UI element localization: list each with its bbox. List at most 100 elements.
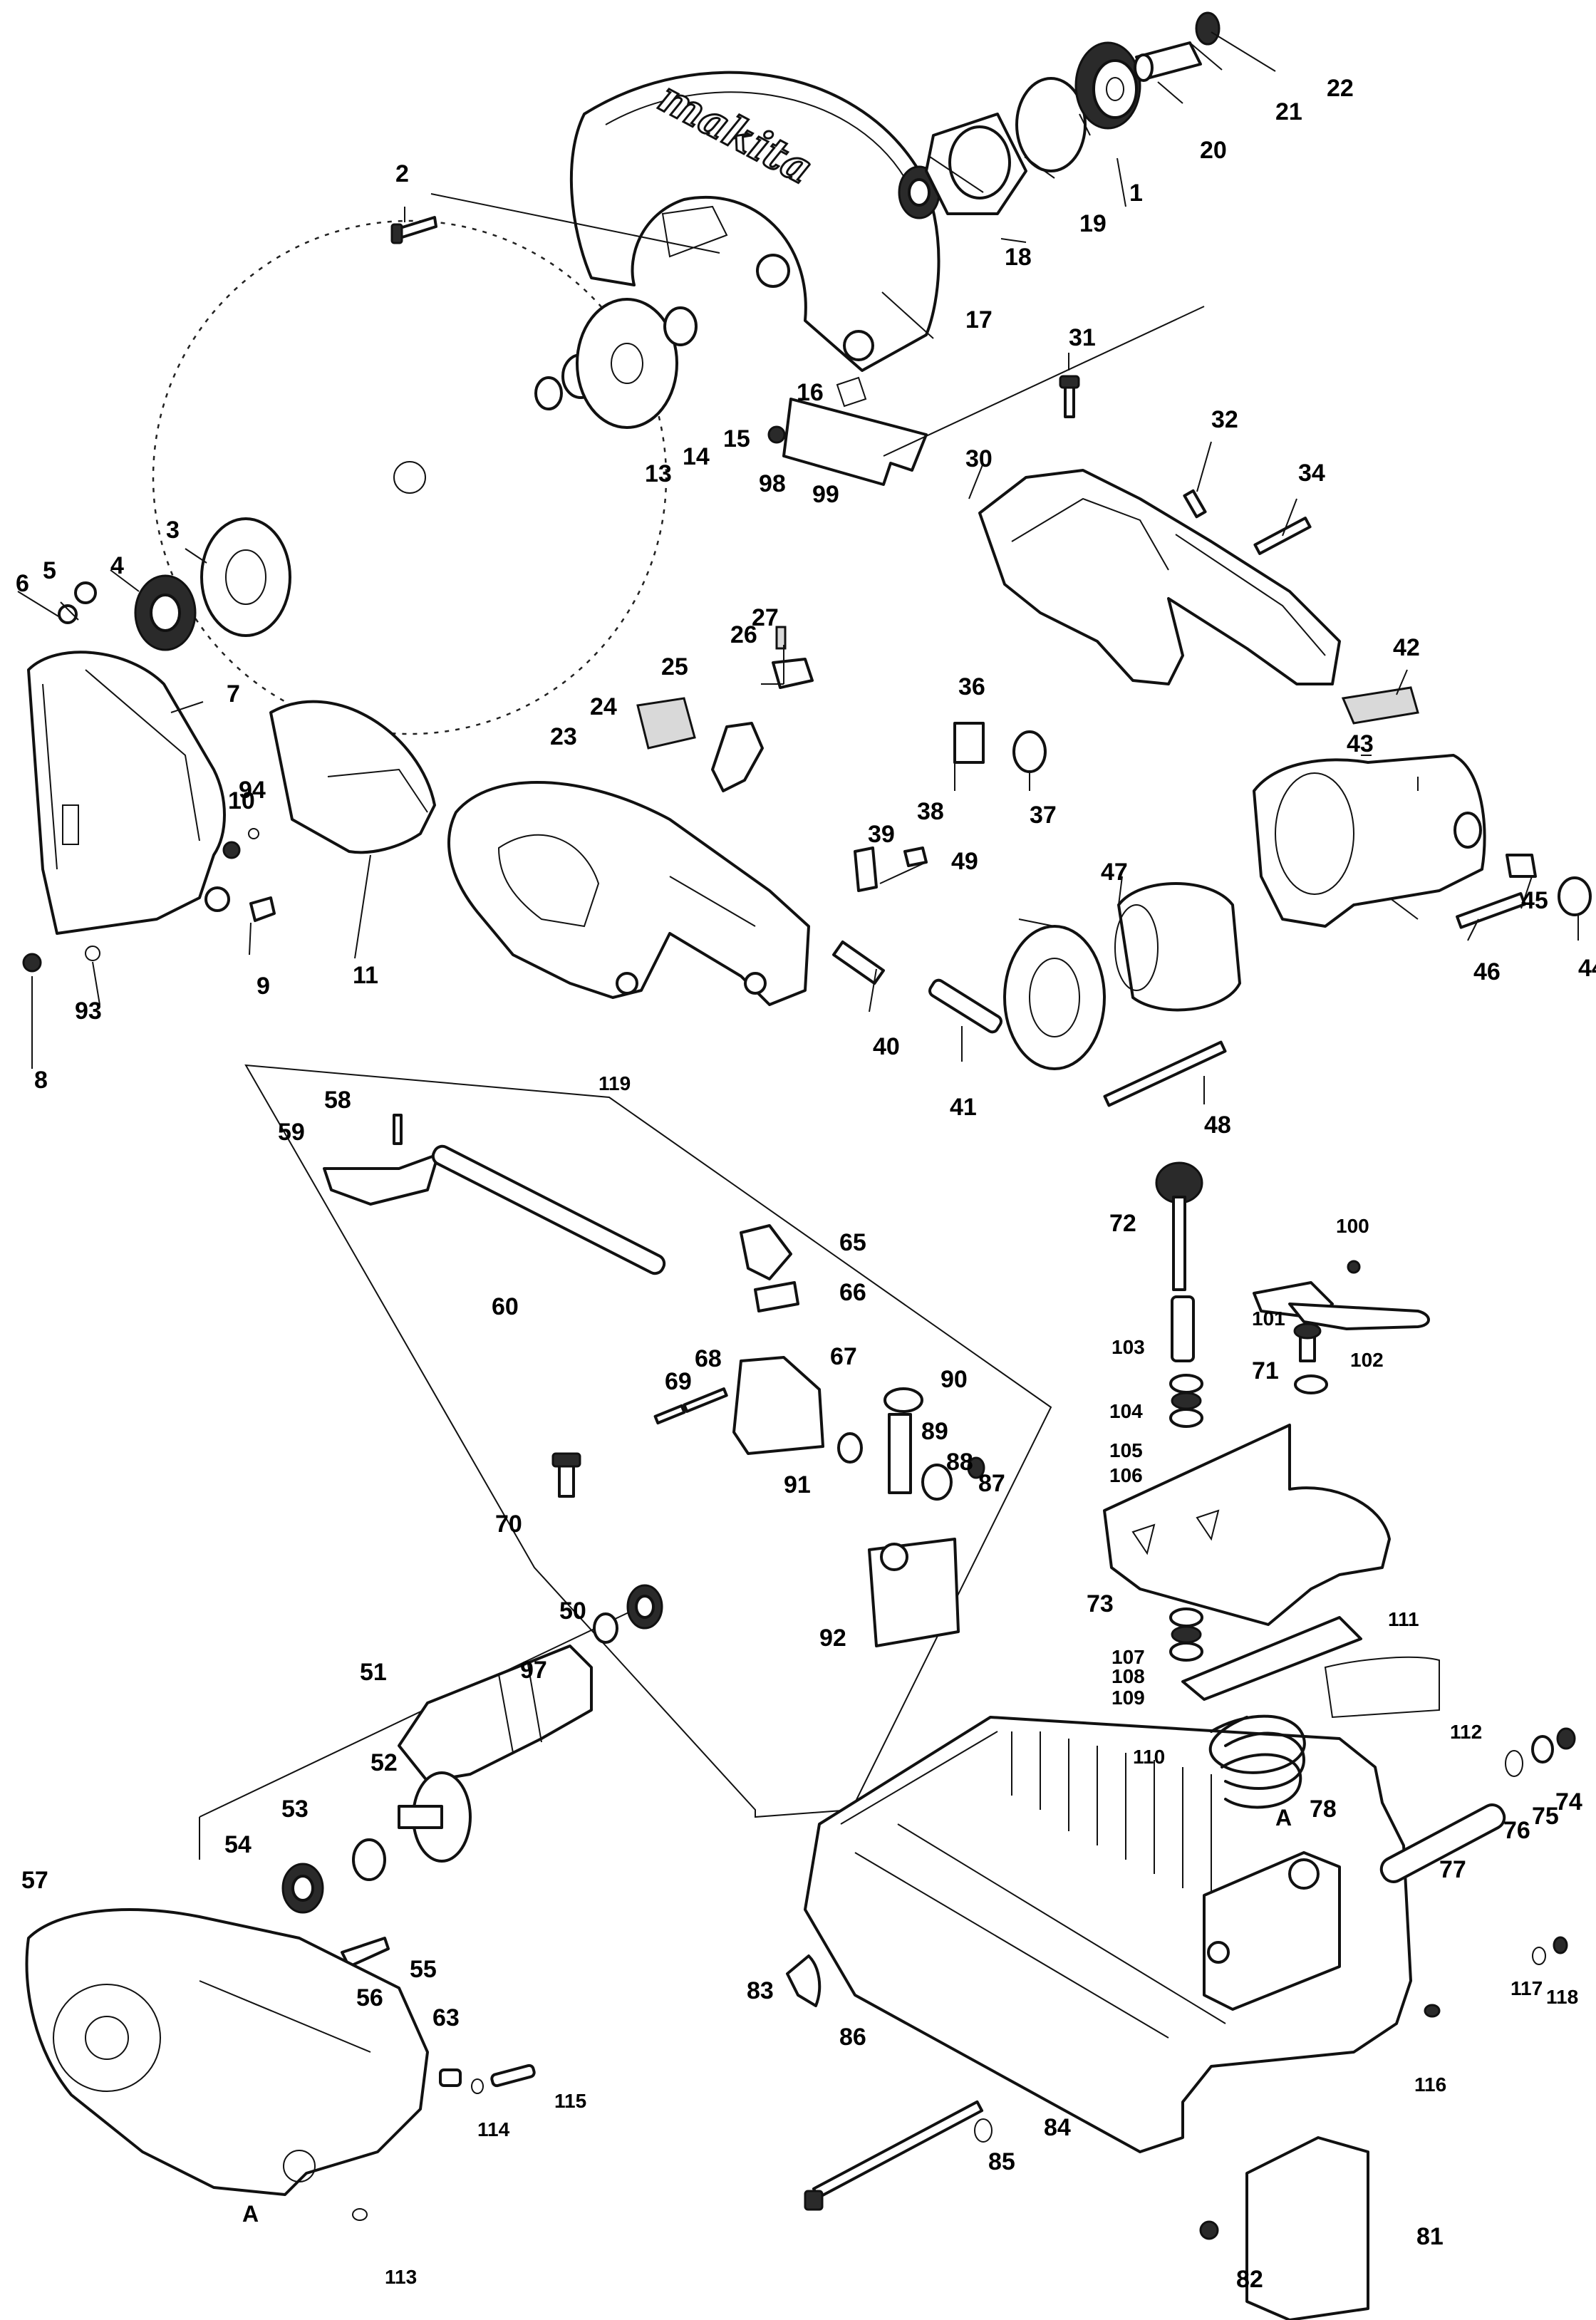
callout-40: 40 (873, 1033, 900, 1060)
callout-25: 25 (661, 653, 688, 680)
callout-68: 68 (695, 1345, 722, 1372)
callout-83: 83 (747, 1977, 774, 2004)
callout-82: 82 (1236, 2266, 1263, 2293)
callout-53: 53 (281, 1796, 309, 1823)
callout-23: 23 (550, 723, 577, 750)
callout-71: 71 (1252, 1357, 1279, 1384)
callout-43: 43 (1347, 730, 1374, 757)
callout-118: 118 (1546, 1986, 1578, 2008)
callout-46: 46 (1473, 958, 1501, 985)
callout-63: 63 (432, 2004, 460, 2031)
callout-1: 1 (1129, 180, 1143, 207)
callout-57: 57 (21, 1867, 48, 1894)
callout-67: 67 (830, 1343, 857, 1370)
callout-108: 108 (1112, 1665, 1145, 1687)
callout-65: 65 (839, 1229, 866, 1256)
callout-90: 90 (940, 1366, 968, 1393)
callout-48: 48 (1204, 1112, 1231, 1139)
callout-55: 55 (410, 1956, 437, 1983)
callout-31: 31 (1069, 324, 1096, 351)
callout-49: 49 (951, 848, 978, 875)
callout-19: 19 (1079, 210, 1107, 237)
callout-87: 87 (978, 1470, 1005, 1497)
callout-98: 98 (759, 470, 786, 497)
callout-7: 7 (227, 680, 240, 708)
callout-10: 10 (228, 787, 255, 814)
callout-54: 54 (224, 1831, 252, 1858)
callout-99: 99 (812, 481, 839, 508)
vise-assembly-group (244, 1064, 1052, 1818)
callout-58: 58 (324, 1087, 351, 1114)
callout-70: 70 (495, 1511, 522, 1538)
callout-24: 24 (590, 693, 617, 720)
callout-36: 36 (958, 673, 985, 700)
callout-41: 41 (950, 1094, 977, 1121)
callout-34: 34 (1298, 460, 1325, 487)
callout-109: 109 (1112, 1687, 1145, 1709)
callout-66: 66 (839, 1279, 866, 1306)
motor-housing (1003, 686, 1592, 1107)
callout-14: 14 (683, 443, 710, 470)
callout-44: 44 (1578, 955, 1596, 982)
callout-2: 2 (395, 160, 409, 187)
callout-21: 21 (1275, 98, 1302, 125)
callout-92: 92 (819, 1625, 846, 1652)
callout-86: 86 (839, 2024, 866, 2051)
vise-plate-assembly (1103, 1161, 1430, 1744)
callout-102: 102 (1350, 1349, 1384, 1371)
callout-74: 74 (1555, 1788, 1582, 1816)
callout-39: 39 (868, 821, 895, 848)
callout-45: 45 (1521, 887, 1548, 914)
blade-guard: makita (569, 71, 940, 372)
handle-cover (978, 375, 1341, 685)
callout-16: 16 (797, 379, 824, 406)
callout-85: 85 (988, 2148, 1015, 2175)
callout-17: 17 (965, 306, 993, 333)
callout-6: 6 (16, 570, 29, 597)
group-label: 119 (598, 1072, 631, 1094)
callout-84: 84 (1044, 2114, 1071, 2141)
callout-111: 111 (1388, 1608, 1419, 1630)
callout-97: 97 (520, 1657, 547, 1684)
leader-lines (17, 31, 1579, 1104)
callout-112: 112 (1450, 1721, 1482, 1743)
callout-13: 13 (645, 460, 672, 487)
callout-26: 26 (730, 621, 757, 648)
callout-116: 116 (1414, 2073, 1446, 2096)
callout-81: 81 (1416, 2223, 1444, 2250)
callout-27: 27 (752, 604, 779, 631)
callout-76: 76 (1503, 1817, 1530, 1844)
callout-51: 51 (360, 1659, 387, 1686)
callout-101: 101 (1252, 1307, 1285, 1330)
callout-91: 91 (784, 1471, 811, 1498)
callout-93: 93 (75, 998, 102, 1025)
callout-4: 4 (110, 552, 124, 579)
callout-78: 78 (1310, 1796, 1337, 1823)
callout-52: 52 (370, 1749, 398, 1776)
callout-77: 77 (1439, 1856, 1466, 1883)
callout-69: 69 (665, 1368, 692, 1395)
gear-housing (25, 1908, 536, 2221)
armature-assembly (199, 1584, 663, 1971)
inner-flange-and-nut (58, 517, 291, 651)
callout-105: 105 (1109, 1439, 1143, 1461)
callout-114: 114 (477, 2118, 510, 2140)
callout-110: 110 (1133, 1746, 1165, 1768)
callout-75: 75 (1532, 1803, 1559, 1830)
callout-20: 20 (1200, 137, 1227, 164)
callout-3: 3 (166, 517, 180, 544)
callout-42: 42 (1393, 634, 1420, 661)
callout-5: 5 (43, 557, 56, 584)
callout-104: 104 (1109, 1400, 1143, 1422)
base-assembly (786, 1656, 1576, 2320)
callout-9: 9 (256, 973, 270, 1000)
callout-59: 59 (278, 1119, 305, 1146)
callout-11: 11 (353, 962, 378, 989)
callout-88: 88 (946, 1449, 973, 1476)
callout-73: 73 (1087, 1590, 1114, 1617)
callout-56: 56 (356, 1984, 383, 2011)
callout-37: 37 (1030, 802, 1057, 829)
callout-103: 103 (1112, 1336, 1145, 1358)
callout-117: 117 (1510, 1977, 1543, 1999)
callout-107: 107 (1112, 1646, 1145, 1668)
